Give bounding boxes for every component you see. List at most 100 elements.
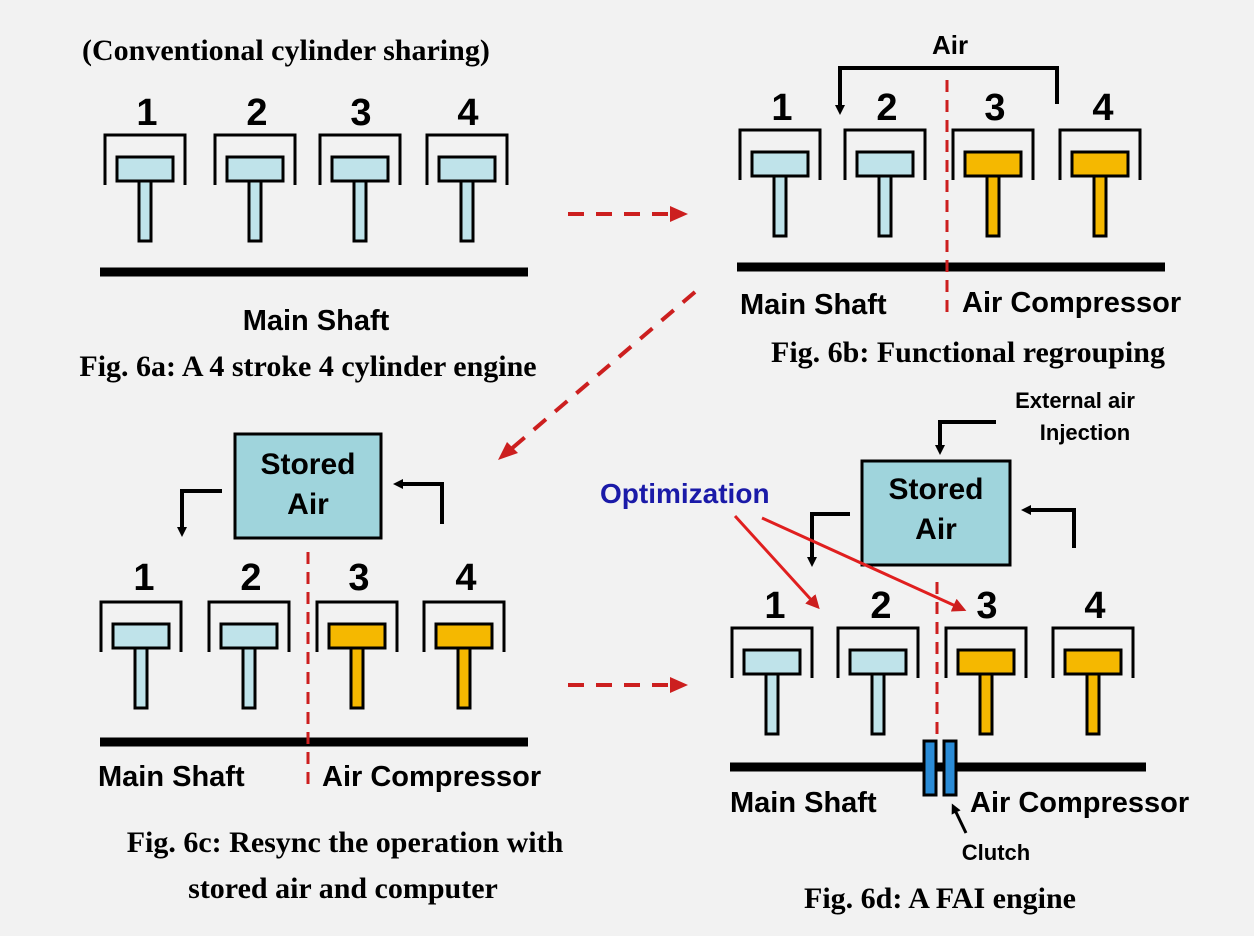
external-air-label-line2: Injection xyxy=(1040,420,1130,445)
air-flow-arrow xyxy=(835,66,1059,115)
cylinder-number-4: 4 xyxy=(455,557,476,599)
piston-rod xyxy=(247,179,263,243)
external-air-label-line1: External air xyxy=(1015,388,1135,413)
panel-b-cylinder-numbers: 1 2 3 4 xyxy=(771,87,1113,129)
cylinder-number-2: 2 xyxy=(240,557,261,599)
clutch-plate-right xyxy=(942,739,958,797)
piston-rod xyxy=(1092,174,1108,238)
panel-c-cylinders xyxy=(99,600,506,710)
clutch-pointer-arrow xyxy=(951,803,968,834)
panel-a-caption: Fig. 6a: A 4 stroke 4 cylinder engine xyxy=(79,350,536,383)
cylinder-wall xyxy=(207,600,291,652)
main-shaft-label: Main Shaft xyxy=(243,305,390,337)
piston-rod xyxy=(241,646,257,710)
cylinder-number-2: 2 xyxy=(876,87,897,129)
piston-head xyxy=(437,155,497,183)
panel-b-caption: Fig. 6b: Functional regrouping xyxy=(771,336,1165,369)
stored-air-out-arrow xyxy=(177,489,222,537)
clutch-plate-left xyxy=(922,739,938,797)
cylinder-wall xyxy=(103,133,187,185)
cylinder-number-1: 1 xyxy=(133,557,154,599)
cylinder-number-3: 3 xyxy=(984,87,1005,129)
piston-rod xyxy=(985,174,1001,238)
cylinder-wall xyxy=(1058,128,1142,180)
transition-arrowhead-b-c xyxy=(498,442,518,460)
cylinder-3 xyxy=(318,133,402,243)
cylinder-number-4: 4 xyxy=(1092,87,1113,129)
cylinder-2 xyxy=(843,128,927,238)
cylinder-wall xyxy=(99,600,183,652)
cylinder-number-1: 1 xyxy=(136,92,157,134)
stored-air-in-arrow xyxy=(1021,505,1076,548)
panel-d-caption: Fig. 6d: A FAI engine xyxy=(804,882,1076,915)
panel-d-cylinder-numbers: 1 2 3 4 xyxy=(764,585,1105,627)
transition-arrow-b-c xyxy=(508,290,697,452)
cylinder-2 xyxy=(836,626,920,736)
piston-rod xyxy=(459,179,475,243)
cylinder-2 xyxy=(207,600,291,710)
cylinder-3 xyxy=(951,128,1035,238)
panel-a-cylinders xyxy=(103,133,509,243)
external-air-arrow xyxy=(935,420,996,455)
air-compressor-label: Air Compressor xyxy=(962,287,1181,319)
cylinder-4 xyxy=(422,600,506,710)
transition-arrowhead-c-d xyxy=(670,677,688,693)
stored-air-box xyxy=(860,459,1012,567)
piston-head xyxy=(434,622,494,650)
piston-rod xyxy=(772,174,788,238)
piston-head xyxy=(956,648,1016,676)
panel-c-cylinder-numbers: 1 2 3 4 xyxy=(133,557,476,599)
piston-rod xyxy=(870,672,886,736)
panel-c: Stored Air 1 2 3 4 Main Shaft Air Compre… xyxy=(98,432,564,905)
cylinder-wall xyxy=(836,626,920,678)
cylinder-1 xyxy=(103,133,187,243)
piston-head xyxy=(330,155,390,183)
cylinder-number-3: 3 xyxy=(976,585,997,627)
panel-c-caption-line1: Fig. 6c: Resync the operation with xyxy=(127,826,564,859)
piston-rod xyxy=(137,179,153,243)
clutch-label: Clutch xyxy=(962,840,1030,865)
main-shaft-label: Main Shaft xyxy=(730,787,877,819)
main-shaft-label: Main Shaft xyxy=(98,761,245,793)
piston-head xyxy=(1070,150,1130,178)
cylinder-1 xyxy=(738,128,822,238)
piston-head xyxy=(855,150,915,178)
piston-rod xyxy=(349,646,365,710)
panel-b: Air 1 2 3 4 Main Shaft Air Compressor Fi… xyxy=(737,30,1181,369)
panel-d: External air Injection Stored Air Optimi… xyxy=(600,388,1189,915)
piston-head xyxy=(115,155,175,183)
cylinder-number-1: 1 xyxy=(771,87,792,129)
piston-rod xyxy=(456,646,472,710)
cylinder-1 xyxy=(99,600,183,710)
piston-rod xyxy=(978,672,994,736)
cylinder-wall xyxy=(843,128,927,180)
piston-head xyxy=(219,622,279,650)
air-compressor-label: Air Compressor xyxy=(322,761,541,793)
stored-air-in-arrow xyxy=(393,479,444,524)
piston-head xyxy=(225,155,285,183)
piston-head xyxy=(327,622,387,650)
piston-rod xyxy=(133,646,149,710)
cylinder-4 xyxy=(425,133,509,243)
optimization-label: Optimization xyxy=(600,478,770,509)
panel-a: (Conventional cylinder sharing) 1 2 3 4 … xyxy=(79,34,536,383)
cylinder-2 xyxy=(213,133,297,243)
stored-air-box-line2: Air xyxy=(287,488,329,521)
stored-air-box-line1: Stored xyxy=(260,448,355,481)
piston-head xyxy=(963,150,1023,178)
cylinder-wall xyxy=(1051,626,1135,678)
cylinder-wall xyxy=(422,600,506,652)
cylinder-number-2: 2 xyxy=(246,92,267,134)
transition-arrowhead-a-b xyxy=(670,206,688,222)
piston-rod xyxy=(1085,672,1101,736)
cylinder-wall xyxy=(738,128,822,180)
stored-air-box xyxy=(233,432,383,540)
cylinder-wall xyxy=(315,600,399,652)
cylinder-1 xyxy=(730,626,814,736)
cylinder-wall xyxy=(730,626,814,678)
main-shaft-label: Main Shaft xyxy=(740,289,887,321)
panel-a-cylinder-numbers: 1 2 3 4 xyxy=(136,92,478,134)
panel-b-cylinders xyxy=(738,128,1142,238)
